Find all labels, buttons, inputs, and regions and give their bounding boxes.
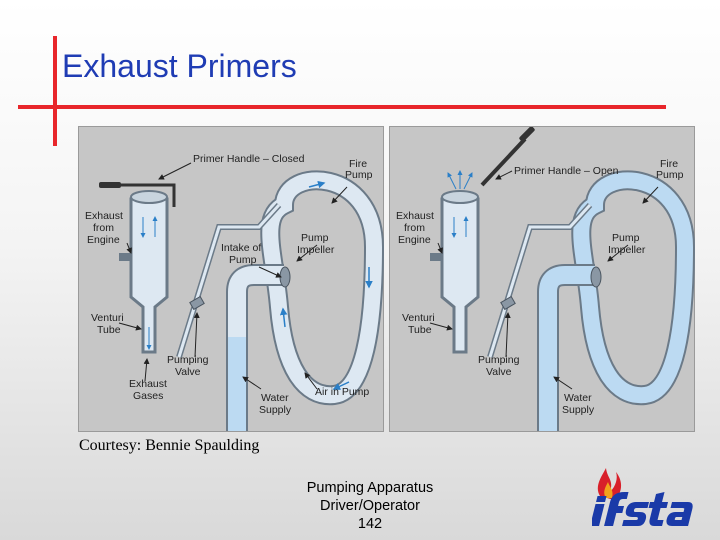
label-exhaust-2: from: [404, 222, 425, 234]
venturi-body: [129, 197, 169, 354]
pumping-valve: [500, 295, 516, 311]
label-primer-handle: Primer Handle – Closed: [193, 153, 305, 165]
label-intake-2: Pump: [229, 254, 257, 266]
venturi-body: [440, 197, 480, 354]
label-intake-1: Intake of: [221, 242, 261, 254]
label-air-in-pump: Air in Pump: [315, 386, 369, 398]
label-impeller-1: Pump: [612, 232, 640, 244]
label-valve-2: Valve: [486, 366, 512, 378]
label-exhaust-2: from: [93, 222, 114, 234]
label-exhaust-1: Exhaust: [85, 210, 123, 222]
label-water-2: Supply: [259, 404, 292, 416]
ifsta-logo: [590, 462, 704, 530]
label-water-1: Water: [564, 392, 592, 404]
label-fire-pump-2: Pump: [345, 169, 373, 181]
pump-impeller: [590, 266, 602, 288]
label-gases-1: Exhaust: [129, 378, 167, 390]
label-venturi-2: Tube: [408, 324, 432, 336]
label-venturi-1: Venturi: [402, 312, 435, 324]
footer-line-1: Pumping Apparatus: [306, 480, 434, 496]
label-impeller-2: Impeller: [608, 244, 646, 256]
label-valve-1: Pumping: [478, 354, 520, 366]
label-exhaust-3: Engine: [398, 234, 431, 246]
footer-line-2: Driver/Operator: [320, 498, 420, 514]
water-column: [228, 337, 246, 431]
label-gases-2: Gases: [133, 390, 163, 402]
diagram-primer-closed: Primer Handle – Closed Fire Pump Exhaust…: [78, 126, 385, 432]
page-number: 142: [357, 516, 383, 532]
label-water-2: Supply: [562, 404, 595, 416]
label-impeller-2: Impeller: [297, 244, 335, 256]
slide-footer: Pumping Apparatus Driver/Operator 142: [280, 479, 460, 533]
accent-vertical-line: [53, 36, 57, 146]
primer-handle-closed: [99, 182, 121, 188]
ifsta-wordmark: [590, 492, 693, 526]
label-venturi-2: Tube: [97, 324, 121, 336]
label-valve-2: Valve: [175, 366, 201, 378]
label-fire-pump-2: Pump: [656, 169, 684, 181]
slide-title: Exhaust Primers: [62, 48, 297, 84]
label-fire-pump-1: Fire: [660, 158, 678, 170]
flame-icon: [597, 468, 622, 500]
label-exhaust-3: Engine: [87, 234, 120, 246]
courtesy-text: Courtesy: Bennie Spaulding: [79, 437, 260, 454]
label-venturi-1: Venturi: [91, 312, 124, 324]
label-fire-pump-1: Fire: [349, 158, 367, 170]
pumping-valve: [189, 295, 205, 311]
accent-horizontal-line: [18, 105, 666, 109]
primer-handle-open: [480, 137, 527, 187]
label-exhaust-1: Exhaust: [396, 210, 434, 222]
label-impeller-1: Pump: [301, 232, 329, 244]
pump-impeller: [279, 266, 291, 288]
label-water-1: Water: [261, 392, 289, 404]
diagram-primer-open: Primer Handle – Open Fire Pump Exhaust f…: [389, 126, 696, 432]
label-primer-handle: Primer Handle – Open: [514, 165, 619, 177]
label-valve-1: Pumping: [167, 354, 209, 366]
